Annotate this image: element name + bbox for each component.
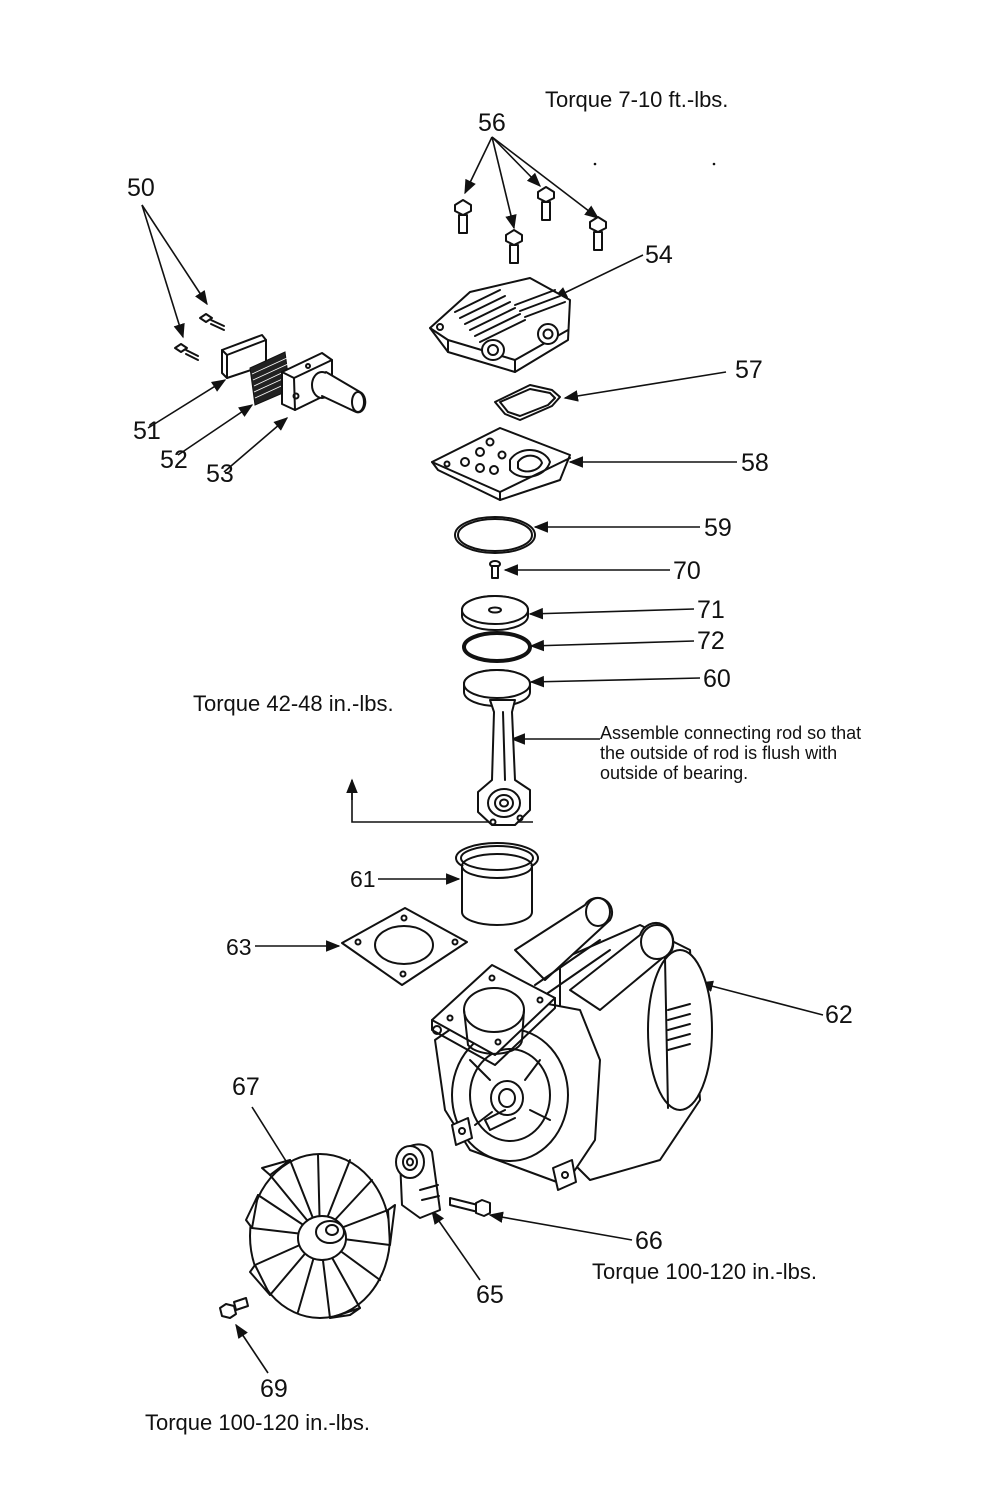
callout-56: 56 xyxy=(478,109,506,137)
callout-54: 54 xyxy=(645,241,673,269)
callout-61: 61 xyxy=(350,866,376,892)
callout-67: 67 xyxy=(232,1073,260,1101)
callout-52: 52 xyxy=(160,446,188,474)
part-63-cylinder-gasket xyxy=(341,907,468,986)
callout-69: 69 xyxy=(260,1375,288,1403)
callout-51: 51 xyxy=(133,417,161,445)
part-61-cylinder-sleeve xyxy=(455,842,539,926)
callout-58: 58 xyxy=(741,449,769,477)
assembly-note-line-2: the outside of rod is flush with xyxy=(600,743,837,763)
callout-50: 50 xyxy=(127,174,155,202)
stray-dot xyxy=(712,162,716,166)
callout-70: 70 xyxy=(673,557,701,585)
callout-53: 53 xyxy=(206,460,234,488)
callout-63: 63 xyxy=(226,934,252,960)
torque-note-part-69: Torque 100-120 in.-lbs. xyxy=(145,1410,370,1435)
part-50-screws xyxy=(174,313,225,361)
part-52-filter-element xyxy=(249,351,291,406)
callout-65: 65 xyxy=(476,1281,504,1309)
callout-72: 72 xyxy=(697,627,725,655)
part-54-cylinder-head xyxy=(429,277,571,373)
callout-71: 71 xyxy=(697,596,725,624)
leader-lines xyxy=(141,136,824,1374)
part-58-valve-plate xyxy=(431,427,571,501)
callout-62: 62 xyxy=(825,1001,853,1029)
callout-66: 66 xyxy=(635,1227,663,1255)
part-53-filter-housing xyxy=(281,352,367,414)
torque-note-connecting-rod: Torque 42-48 in.-lbs. xyxy=(193,691,394,716)
part-69-fan-bolt xyxy=(219,1297,249,1319)
connecting-rod xyxy=(477,699,531,826)
part-67-cooling-fan xyxy=(245,1153,396,1319)
assembly-note-line-3: outside of bearing. xyxy=(600,763,748,783)
assembly-note-line-1: Assemble connecting rod so that xyxy=(600,723,861,743)
part-72-piston-ring xyxy=(462,631,532,663)
part-57-head-gasket xyxy=(494,384,561,421)
part-65-eccentric xyxy=(395,1143,441,1219)
part-66-bolt xyxy=(449,1197,491,1217)
part-70-screw xyxy=(489,560,501,579)
callout-59: 59 xyxy=(704,514,732,542)
part-60-piston-cup xyxy=(463,669,531,707)
part-59-o-ring xyxy=(454,516,536,554)
torque-note-head-bolts: Torque 7-10 ft.-lbs. xyxy=(545,87,728,112)
callout-57: 57 xyxy=(735,356,763,384)
callout-60: 60 xyxy=(703,665,731,693)
part-62-motor-crankcase xyxy=(431,896,713,1191)
part-71-retainer xyxy=(461,595,529,631)
part-56-head-bolts xyxy=(454,186,607,264)
stray-dot xyxy=(593,162,597,166)
torque-note-part-66: Torque 100-120 in.-lbs. xyxy=(592,1259,817,1284)
